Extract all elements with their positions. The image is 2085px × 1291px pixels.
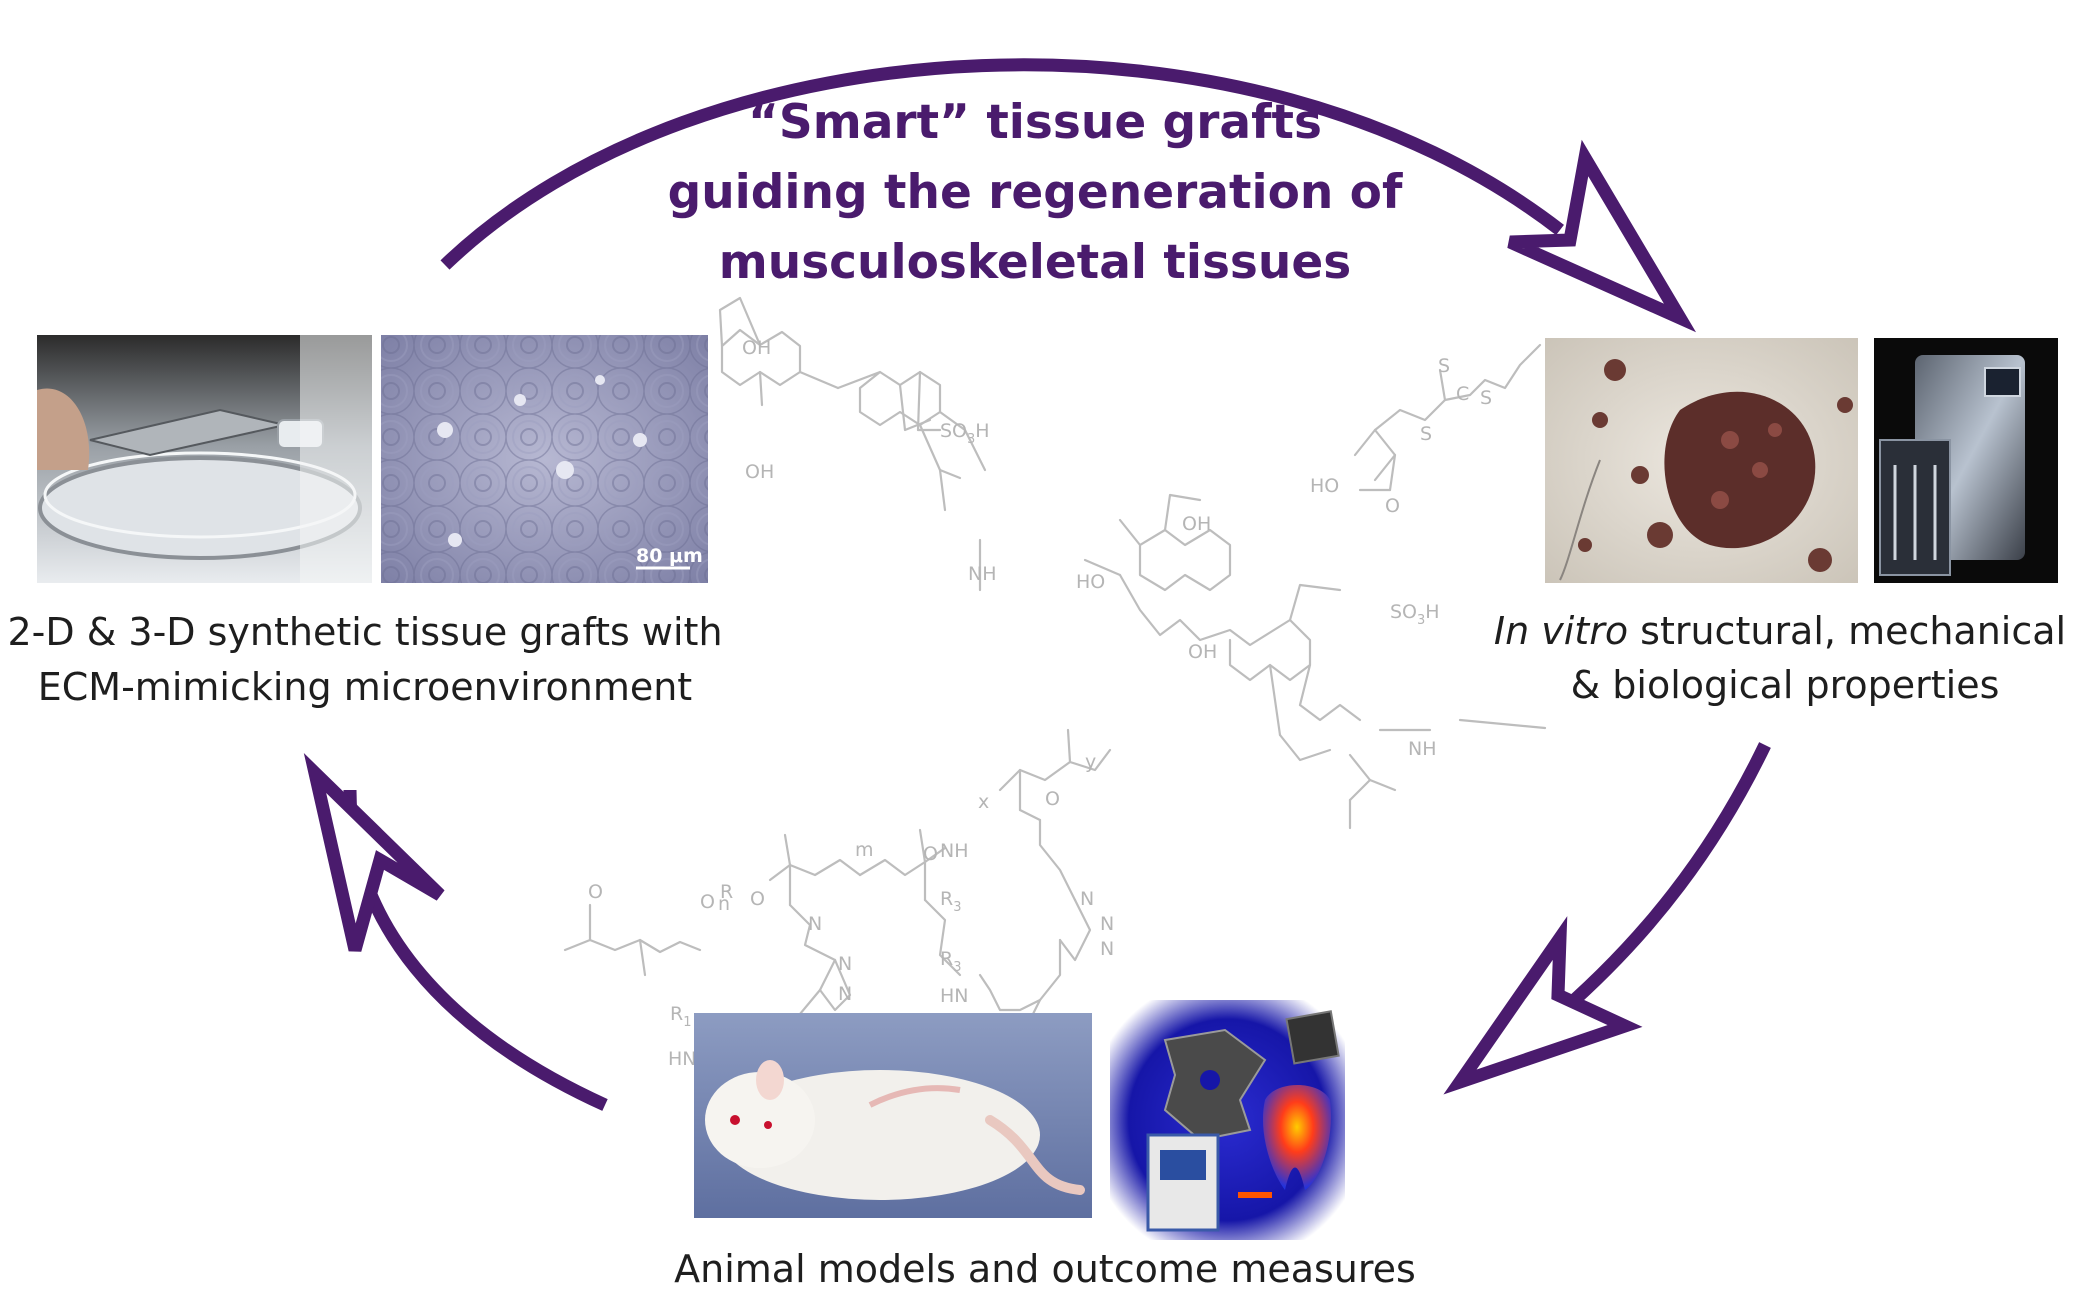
chem-label-so3h-1: SO3H — [940, 420, 990, 447]
stage-in-vitro: In vitro structural, mechanical & biolog… — [1494, 338, 2066, 707]
photo-testing-instrument — [1874, 338, 2058, 583]
right-arrowhead-icon — [1443, 916, 1643, 1095]
photo-imaging-outcomes — [1110, 1000, 1345, 1240]
chem-label-o-2: O — [588, 881, 603, 903]
diagram-title: “Smart” tissue grafts guiding the regene… — [668, 95, 1403, 290]
photo-cells-micrograph — [1545, 338, 1858, 583]
top-arc-arrow — [440, 58, 1564, 270]
chem-label-y: y — [1085, 751, 1096, 773]
chem-label-hn-2: HN — [668, 1048, 697, 1070]
chem-label-s-2: S — [1438, 355, 1450, 377]
chem-label-r3-1: R3 — [940, 888, 961, 915]
photo-petri-dish — [37, 335, 372, 583]
chem-label-o-1: O — [1385, 495, 1400, 517]
chem-label-s-1: S — [1420, 423, 1432, 445]
chem-label-oh-4: OH — [1188, 641, 1217, 663]
stage-synthetic-grafts: 80 μm 2-D & 3-D synthetic tissue grafts … — [7, 335, 723, 709]
chem-label-n-sub: n — [718, 893, 730, 915]
chem-label-so3h-2: SO3H — [1390, 601, 1440, 628]
chem-label-n-6: N — [838, 983, 852, 1005]
stage-animal-models: Animal models and outcome measures — [674, 1000, 1416, 1291]
chem-label-o-5: O — [923, 843, 938, 865]
chem-label-s-3: S — [1480, 387, 1492, 409]
chem-label-hn-1: HN — [940, 985, 969, 1007]
title-line-1: “Smart” tissue grafts — [748, 95, 1322, 150]
arrowheads — [303, 139, 1697, 1095]
chem-label-o-4: O — [750, 888, 765, 910]
chem-label-r1: R1 — [670, 1003, 691, 1030]
chem-label-n-5: N — [838, 953, 852, 975]
chem-label-nh-3: NH — [940, 840, 969, 862]
photo-rat — [694, 1013, 1092, 1218]
chem-label-oh-1: OH — [742, 337, 771, 359]
chem-label-nh-1: NH — [968, 563, 997, 585]
chem-label-n-1: N — [1080, 888, 1094, 910]
chem-label-o-3: O — [700, 891, 715, 913]
scale-bar-label: 80 μm — [636, 545, 703, 567]
left-arrowhead-icon — [303, 753, 445, 952]
synthesis-caption-line-2: ECM-mimicking microenvironment — [38, 665, 692, 709]
chem-label-ho-2: HO — [1310, 475, 1339, 497]
chem-label-ho-1: HO — [1076, 571, 1105, 593]
photo-sem-microstructure: 80 μm — [381, 335, 708, 583]
synthesis-caption-line-1: 2-D & 3-D synthetic tissue grafts with — [7, 610, 722, 654]
chem-label-m: m — [855, 839, 874, 861]
chem-label-oh-2: OH — [745, 461, 774, 483]
chem-label-n-4: N — [808, 913, 822, 935]
chem-label-r: R — [720, 881, 733, 903]
in-vitro-caption-line-2: & biological properties — [1571, 663, 2000, 707]
chem-label-c: C — [1456, 383, 1469, 405]
chem-label-n-3: N — [1100, 938, 1114, 960]
chem-label-r3-2: R3 — [940, 948, 961, 975]
in-vitro-caption-line-1: In vitro structural, mechanical — [1494, 609, 2066, 653]
top-arrowhead-icon — [1507, 139, 1697, 333]
chem-label-nh-2: NH — [1408, 738, 1437, 760]
title-line-2: guiding the regeneration of — [668, 165, 1403, 220]
chem-label-oh-3: OH — [1182, 513, 1211, 535]
title-line-3: musculoskeletal tissues — [719, 235, 1351, 290]
chemical-structure-background: OH OH SO3H NH OH HO OH SO3H NH HO O S S … — [563, 296, 1547, 1077]
animal-caption: Animal models and outcome measures — [674, 1247, 1416, 1291]
chem-label-x: x — [978, 791, 989, 813]
chem-label-o-6: O — [1045, 788, 1060, 810]
chem-label-n-2: N — [1100, 913, 1114, 935]
